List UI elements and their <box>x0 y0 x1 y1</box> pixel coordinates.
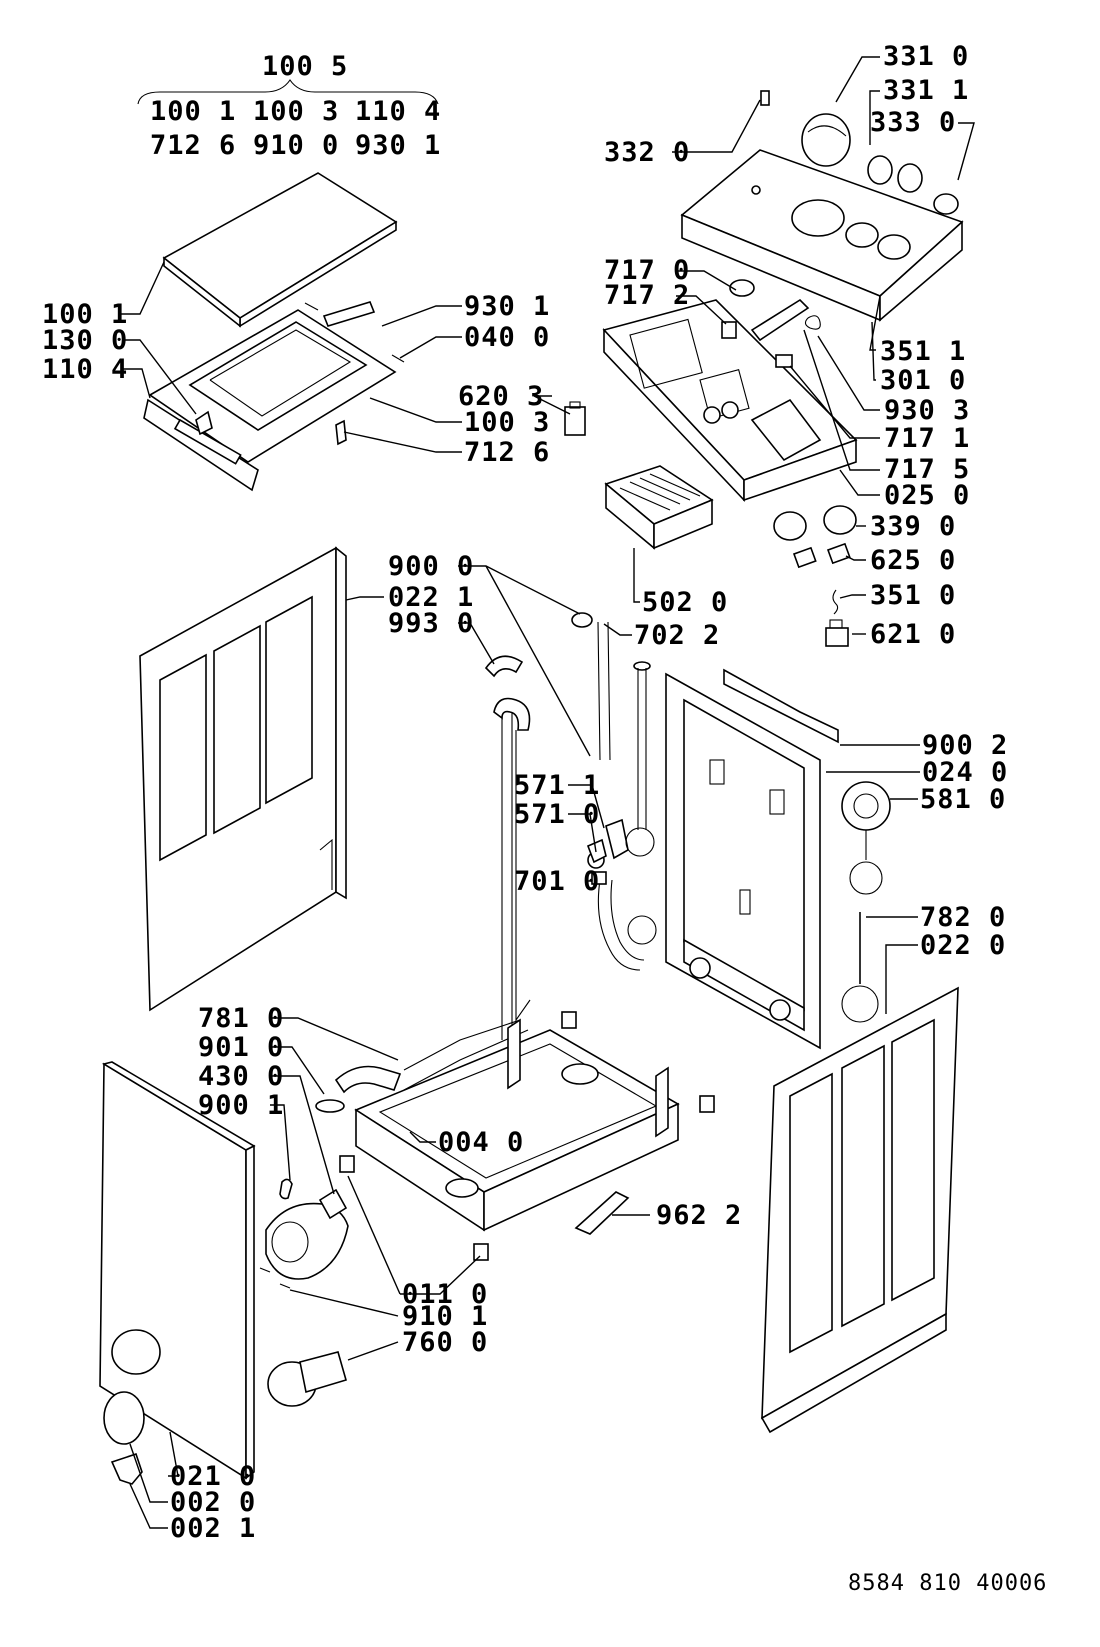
label-024-0: 024 0 <box>922 757 1008 788</box>
label-993-0: 993 0 <box>388 608 474 639</box>
group-part-1003: 100 3 <box>253 96 339 127</box>
label-581-0: 581 0 <box>920 784 1006 815</box>
label-620-3: 620 3 <box>458 381 544 412</box>
base-frame-drawing <box>339 1011 715 1261</box>
label-901-0: 901 0 <box>198 1032 284 1063</box>
label-301-0: 301 0 <box>880 365 966 396</box>
hoses-drawing <box>315 612 657 1113</box>
left-side-panel-drawing <box>139 546 347 1012</box>
label-625-0: 625 0 <box>870 545 956 576</box>
label-571-0: 571 0 <box>514 799 600 830</box>
label-717-2: 717 2 <box>604 280 690 311</box>
label-110-4: 110 4 <box>42 354 128 385</box>
group-part-1001: 100 1 <box>150 96 236 127</box>
label-351-1: 351 1 <box>880 336 966 367</box>
label-571-1: 571 1 <box>514 770 600 801</box>
label-910-1: 910 1 <box>402 1301 488 1332</box>
leader-lines <box>120 56 975 1529</box>
group-part-9301: 930 1 <box>355 130 441 161</box>
label-760-0: 760 0 <box>402 1327 488 1358</box>
label-900-2: 900 2 <box>922 730 1008 761</box>
label-701-0: 701 0 <box>514 866 600 897</box>
group-part-9100: 910 0 <box>253 130 339 161</box>
group-part-7126: 712 6 <box>150 130 236 161</box>
label-782-0: 782 0 <box>920 902 1006 933</box>
label-717-5: 717 5 <box>884 454 970 485</box>
label-333-0: 333 0 <box>870 107 956 138</box>
label-100-1: 100 1 <box>42 299 128 330</box>
label-900-0: 900 0 <box>388 551 474 582</box>
front-panel-drawing <box>99 1061 349 1485</box>
label-430-0: 430 0 <box>198 1061 284 1092</box>
label-025-0: 025 0 <box>884 480 970 511</box>
label-002-1: 002 1 <box>170 1513 256 1544</box>
label-930-1: 930 1 <box>464 291 550 322</box>
label-021-0: 021 0 <box>170 1461 256 1492</box>
label-900-1: 900 1 <box>198 1090 284 1121</box>
label-331-0: 331 0 <box>883 41 969 72</box>
label-011-0: 011 0 <box>402 1279 488 1310</box>
label-930-3: 930 3 <box>884 395 970 426</box>
control-panel-drawing <box>564 90 964 647</box>
label-130-0: 130 0 <box>42 325 128 356</box>
label-022-0: 022 0 <box>920 930 1006 961</box>
label-331-1: 331 1 <box>883 75 969 106</box>
label-712-6: 712 6 <box>464 437 550 468</box>
label-100-3: 100 3 <box>464 407 550 438</box>
label-040-0: 040 0 <box>464 322 550 353</box>
label-502-0: 502 0 <box>642 587 728 618</box>
label-702-2: 702 2 <box>634 620 720 651</box>
group-brace <box>137 79 439 105</box>
label-781-0: 781 0 <box>198 1003 284 1034</box>
label-332-0: 332 0 <box>604 137 690 168</box>
label-004-0: 004 0 <box>438 1127 524 1158</box>
label-351-0: 351 0 <box>870 580 956 611</box>
label-717-1: 717 1 <box>884 423 970 454</box>
right-side-panel-drawing <box>760 986 959 1434</box>
label-022-1: 022 1 <box>388 582 474 613</box>
drawing-code: 8584 810 40006 <box>848 1571 1047 1596</box>
label-962-2: 962 2 <box>656 1200 742 1231</box>
label-717-0: 717 0 <box>604 255 690 286</box>
part-labels: 331 0 331 1 333 0 332 0 717 0 717 2 351 … <box>42 41 1008 1544</box>
rear-panel-drawing <box>665 668 891 1050</box>
label-621-0: 621 0 <box>870 619 956 650</box>
group-part-1104: 110 4 <box>355 96 441 127</box>
top-lid-drawing <box>143 172 405 492</box>
label-002-0: 002 0 <box>170 1487 256 1518</box>
label-339-0: 339 0 <box>870 511 956 542</box>
assembly-label: 100 5 <box>262 51 348 82</box>
